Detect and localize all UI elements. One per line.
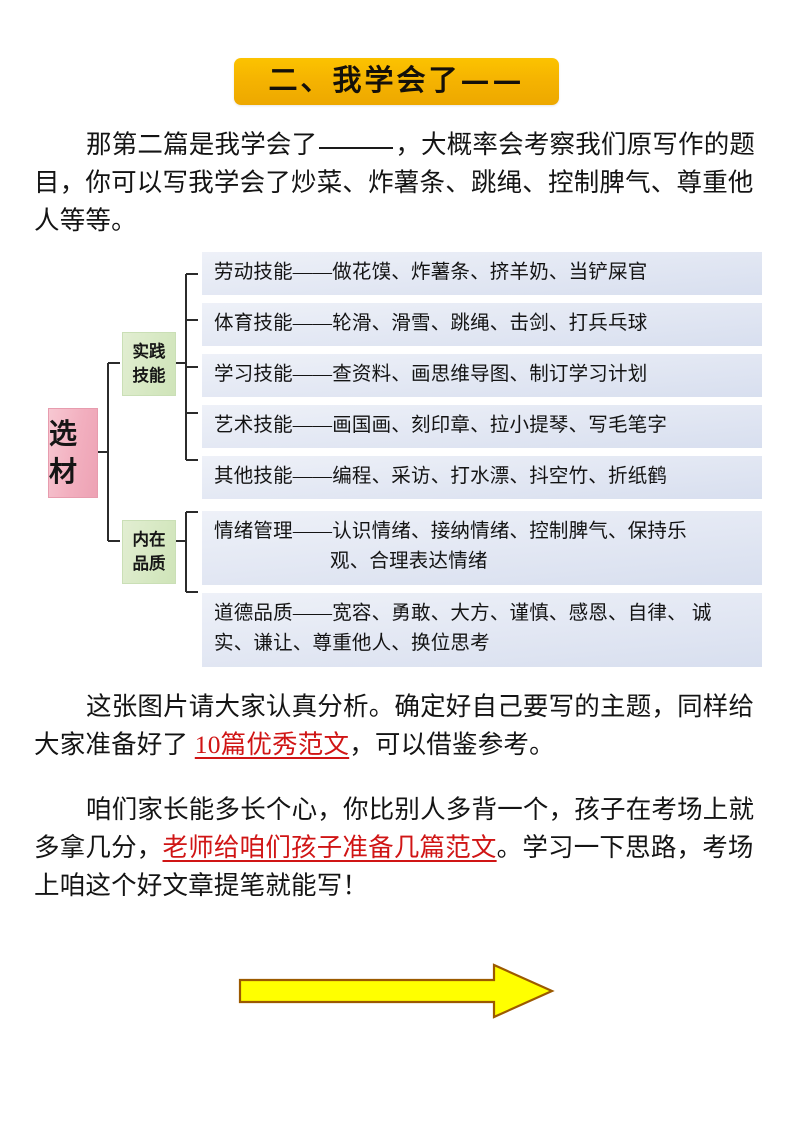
paragraph-intro: 那第二篇是我学会了，大概率会考察我们原写作的题目，你可以写我学会了炒菜、炸薯条、… <box>34 126 762 240</box>
mindmap-branch-inner-quality: 内在 品质 <box>122 520 176 584</box>
mindmap-root-label: 选材 <box>49 417 78 488</box>
page-title: 二、我学会了—— <box>268 63 525 97</box>
right-arrow-icon <box>238 963 555 1019</box>
paragraph-analysis: 这张图片请大家认真分析。确定好自己要写的主题，同样给大家准备好了 10篇优秀范文… <box>34 688 762 764</box>
paragraph-analysis-part-a: 这张图片请大家认真分析。确定好自己要写的主题，同样给大家准备好了 <box>34 692 755 759</box>
mindmap-row-items-line2: 诚实、谦让、尊重他人、换位思考 <box>214 603 712 654</box>
mindmap-row: 体育技能——轮滑、滑雪、跳绳、击剑、打兵乓球 <box>202 303 762 346</box>
mindmap-row: 劳动技能——做花馍、炸薯条、挤羊奶、当铲屎官 <box>202 252 762 295</box>
mindmap-row-text: 艺术技能——画国画、刻印章、拉小提琴、写毛笔字 <box>214 415 668 436</box>
paragraph-advice-part-a: 咱们家长能多长个心，你比别人多背一个，孩子在考场上就多拿几分， <box>34 795 755 862</box>
fill-in-blank-underline <box>319 147 394 149</box>
title-banner-container: 二、我学会了—— <box>0 58 793 106</box>
mindmap-branch-label-line2: 品质 <box>132 554 166 573</box>
mindmap-row-text: 学习技能——查资料、画思维导图、制订学习计划 <box>214 364 648 385</box>
paragraph-advice: 咱们家长能多长个心，你比别人多背一个，孩子在考场上就多拿几分，老师给咱们孩子准备… <box>34 791 762 905</box>
mindmap-row: 情绪管理——认识情绪、接纳情绪、控制脾气、保持乐 观、合理表达情绪 <box>202 511 762 585</box>
mindmap-row-dash: —— <box>292 603 333 624</box>
mindmap-row-items: 宽容、勇敢、大方、谨慎、感恩、自律、 <box>332 603 687 624</box>
mindmap-branch-label-line1: 实践 <box>132 342 166 361</box>
mindmap-row-text: 体育技能——轮滑、滑雪、跳绳、击剑、打兵乓球 <box>214 313 648 334</box>
mindmap-row-text: 劳动技能——做花馍、炸薯条、挤羊奶、当铲屎官 <box>214 262 648 283</box>
paragraph-analysis-highlight: 10篇优秀范文 <box>194 730 350 759</box>
mindmap-row-dash: —— <box>292 521 333 542</box>
paragraph-advice-highlight: 老师给咱们孩子准备几篇范文 <box>162 833 497 862</box>
mindmap-branch-label-line1: 内在 <box>132 530 166 549</box>
mindmap-row-text: 其他技能——编程、采访、打水漂、抖空竹、折纸鹤 <box>214 466 668 487</box>
mindmap-branch-label-line2: 技能 <box>132 366 166 385</box>
mindmap-row: 其他技能——编程、采访、打水漂、抖空竹、折纸鹤 <box>202 456 762 499</box>
mindmap-row-items: 认识情绪、接纳情绪、控制脾气、保持乐 <box>332 521 687 542</box>
title-banner: 二、我学会了—— <box>234 58 559 106</box>
mindmap-row-category: 情绪管理 <box>214 521 293 542</box>
mindmap-row-items-line2: 观、合理表达情绪 <box>330 551 488 572</box>
paragraph-analysis-part-b: ，可以借鉴参考。 <box>349 730 555 759</box>
mindmap-row-category: 道德品质 <box>214 603 293 624</box>
mindmap-row: 学习技能——查资料、画思维导图、制订学习计划 <box>202 354 762 397</box>
paragraph-advice-part-b: 。学习一下思路，考场上咱这个好文章提笔就能写！ <box>34 833 754 900</box>
mindmap-rows-container: 劳动技能——做花馍、炸薯条、挤羊奶、当铲屎官 体育技能——轮滑、滑雪、跳绳、击剑… <box>202 252 762 675</box>
mindmap-branch-practical-skills: 实践 技能 <box>122 332 176 396</box>
arrow-container <box>0 960 793 1027</box>
mindmap-row: 艺术技能——画国画、刻印章、拉小提琴、写毛笔字 <box>202 405 762 448</box>
paragraph-intro-part-a: 那第二篇是我学会了 <box>86 130 318 159</box>
mindmap-row: 道德品质——宽容、勇敢、大方、谨慎、感恩、自律、 诚实、谦让、尊重他人、换位思考 <box>202 593 762 667</box>
mindmap-root-node: 选材 <box>48 408 98 498</box>
paragraph-intro-part-b: ，大概率会考察我们原写作的题目，你可以写我学会了炒菜、炸薯条、跳绳、控制脾气、尊… <box>34 130 756 235</box>
mindmap-row-text: 道德品质——宽容、勇敢、大方、谨慎、感恩、自律、 <box>214 603 687 624</box>
mindmap-diagram: 选材 实践 技能 内在 品质 劳动技能——做花馍、炸薯条、挤羊奶、当铲屎官 体育… <box>34 252 762 667</box>
mindmap-row-text: 情绪管理——认识情绪、接纳情绪、控制脾气、保持乐 <box>214 521 687 542</box>
